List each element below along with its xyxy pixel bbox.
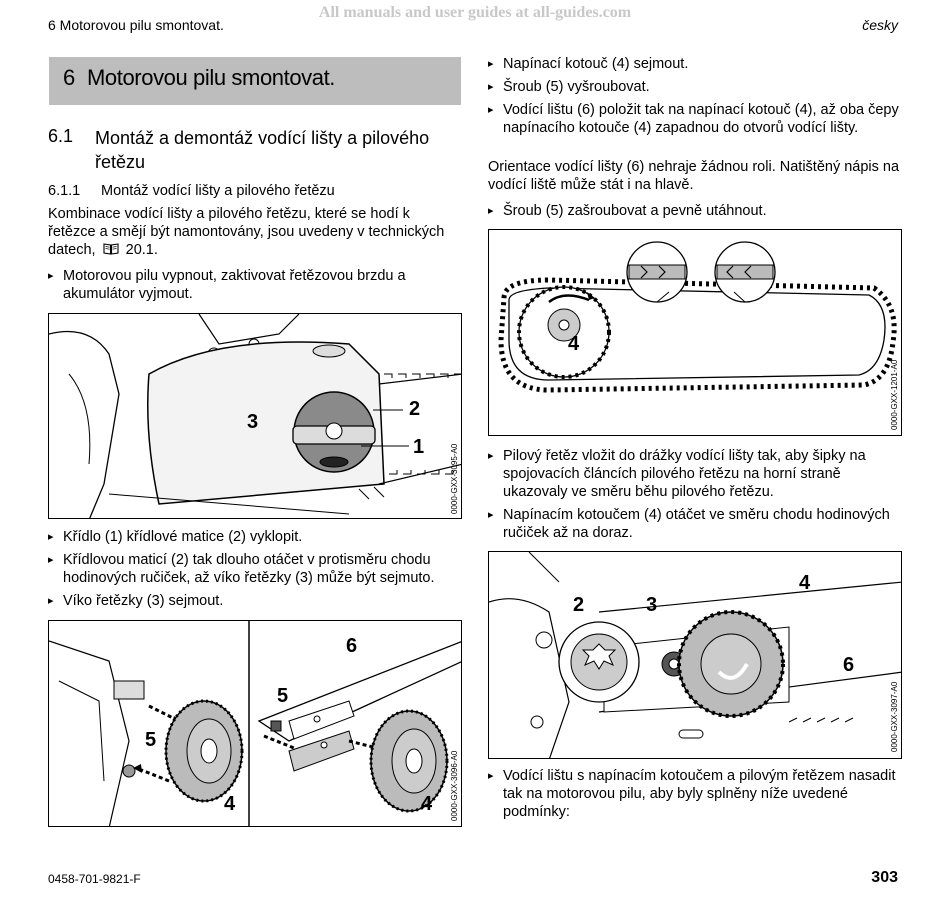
figure-sprocket-cover-drawing — [49, 314, 461, 518]
callout-6: 6 — [843, 654, 855, 676]
callout-4-left: 4 — [224, 793, 236, 815]
step-fold-wing: Křídlo (1) křídlové matice (2) vyklopit. — [48, 528, 458, 546]
chapter-heading: 6 Motorovou pilu smontovat. — [49, 57, 461, 105]
document-number: 0458-701-9821-F — [48, 872, 141, 886]
step-place-bar: Vodící lištu (6) položit tak na napínací… — [488, 101, 900, 137]
chapter-number: 6 — [63, 65, 76, 90]
callout-3: 3 — [247, 411, 259, 433]
step-remove-cover: Víko řetězky (3) sejmout. — [48, 592, 458, 610]
orientation-note: Orientace vodící lišty (6) nehraje žádno… — [488, 159, 900, 193]
figure-tensioner-removal: 5 4 6 5 4 0000-GXX-3096-A0 — [48, 620, 462, 827]
callout-6: 6 — [346, 635, 358, 657]
running-header: 6 Motorovou pilu smontovat. — [48, 17, 224, 33]
subsection-title: Montáž vodící lišty a pilového řetězu — [101, 183, 335, 199]
step-unscrew: Šroub (5) vyšroubovat. — [488, 78, 900, 96]
section-title: Montáž a demontáž vodící lišty a pilovéh… — [95, 128, 430, 172]
callout-1: 1 — [413, 436, 425, 458]
callout-3: 3 — [646, 594, 658, 616]
callout-2: 2 — [573, 594, 585, 616]
figure-code: 0000-GXX-3096-A0 — [450, 750, 459, 821]
figure-tensioner-removal-drawing — [49, 621, 461, 826]
figure-chain-on-bar: 4 0000-GXX-1201-A0 — [488, 229, 902, 436]
figure-sprocket-cover: 3 2 1 0000-GXX-3095-A0 — [48, 313, 462, 519]
step-turn-nut: Křídlovou maticí (2) tak dlouho otáčet v… — [48, 551, 460, 587]
step-insert-chain: Pilový řetěz vložit do drážky vodící liš… — [488, 447, 902, 501]
figure-mount-bar-drawing — [489, 552, 901, 758]
figure-mount-bar: 2 3 4 6 0000-GXX-3097-A0 — [488, 551, 902, 759]
callout-4: 4 — [568, 333, 580, 355]
intro-text: Kombinace vodící lišty a pilového řetězu… — [48, 206, 445, 258]
intro-paragraph: Kombinace vodící lišty a pilového řetězu… — [48, 205, 453, 259]
step-tighten-screw: Šroub (5) zašroubovat a pevně utáhnout. — [488, 202, 900, 220]
callout-5-right: 5 — [277, 685, 289, 707]
intro-reference: 20.1. — [125, 242, 158, 258]
callout-4-right: 4 — [421, 793, 433, 815]
book-icon — [103, 243, 119, 255]
figure-code: 0000-GXX-3097-A0 — [890, 681, 899, 752]
chapter-title: Motorovou pilu smontovat. — [87, 65, 336, 90]
step-remove-tensioner: Napínací kotouč (4) sejmout. — [488, 55, 900, 73]
figure-code: 0000-GXX-1201-A0 — [890, 359, 899, 430]
step-mount-bar: Vodící lištu s napínacím kotoučem a pilo… — [488, 767, 900, 821]
section-number: 6.1 — [48, 126, 74, 146]
figure-code: 0000-GXX-3095-A0 — [450, 443, 459, 514]
callout-5-left: 5 — [145, 729, 157, 751]
figure-chain-on-bar-drawing — [498, 241, 897, 393]
callout-2: 2 — [409, 398, 421, 420]
step-switch-off: Motorovou pilu vypnout, zaktivovat řetěz… — [48, 267, 448, 303]
language-label: česky — [862, 17, 898, 33]
callout-4: 4 — [799, 572, 811, 594]
step-rotate-tensioner: Napínacím kotoučem (4) otáčet ve směru c… — [488, 506, 900, 542]
watermark: All manuals and user guides at all-guide… — [318, 4, 632, 21]
subsection-number: 6.1.1 — [48, 183, 81, 199]
page-number: 303 — [871, 869, 898, 886]
